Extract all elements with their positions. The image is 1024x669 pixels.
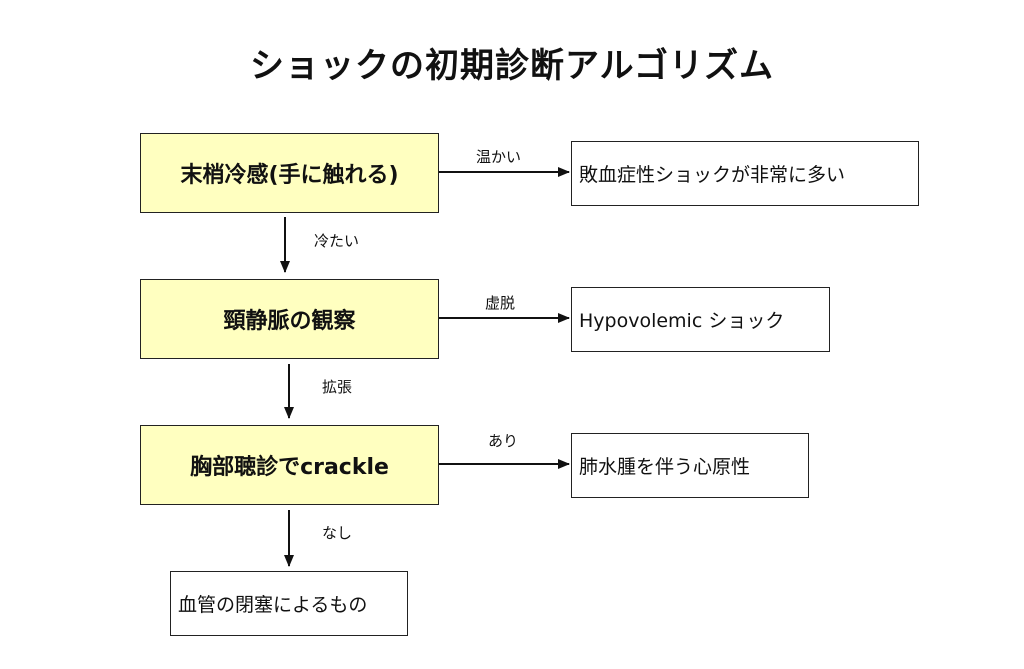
edge-label-warm: 温かい bbox=[476, 148, 522, 166]
result-septic-shock-label: 敗血症性ショックが非常に多い bbox=[579, 164, 846, 186]
edge-label-none: なし bbox=[322, 524, 353, 542]
step-jugular-vein: 頸静脈の観察 bbox=[140, 279, 439, 359]
step-peripheral-cold-label: 末梢冷感(手に触れる) bbox=[180, 163, 399, 188]
result-obstructive-label: 血管の閉塞によるもの bbox=[178, 594, 368, 616]
step-chest-auscultation: 胸部聴診でcrackle bbox=[140, 425, 439, 505]
step-chest-auscultation-label: 胸部聴診でcrackle bbox=[190, 455, 389, 480]
edge-label-cold: 冷たい bbox=[314, 232, 360, 250]
result-hypovolemic-shock-label: Hypovolemic ショック bbox=[579, 310, 785, 332]
result-hypovolemic-shock: Hypovolemic ショック bbox=[571, 287, 830, 352]
result-septic-shock: 敗血症性ショックが非常に多い bbox=[571, 141, 919, 206]
edge-label-distended: 拡張 bbox=[322, 378, 353, 396]
step-peripheral-cold: 末梢冷感(手に触れる) bbox=[140, 133, 439, 213]
result-cardiogenic: 肺水腫を伴う心原性 bbox=[571, 433, 809, 498]
edge-label-present: あり bbox=[488, 432, 519, 450]
result-cardiogenic-label: 肺水腫を伴う心原性 bbox=[579, 456, 751, 478]
edge-label-collapse: 虚脱 bbox=[485, 294, 516, 312]
diagram-title: ショックの初期診断アルゴリズム bbox=[250, 46, 774, 86]
step-jugular-vein-label: 頸静脈の観察 bbox=[223, 309, 356, 334]
result-obstructive: 血管の閉塞によるもの bbox=[170, 571, 408, 636]
